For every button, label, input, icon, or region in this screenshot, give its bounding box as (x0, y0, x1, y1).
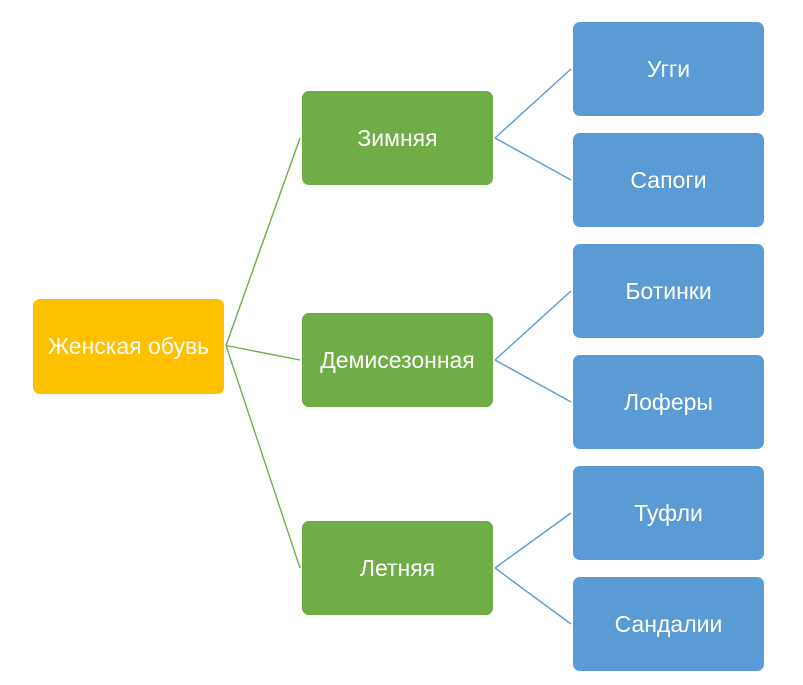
item-node-loafers: Лоферы (573, 355, 764, 449)
connector-root-to-category (225, 344, 301, 361)
item-node-label: Угги (646, 55, 691, 82)
category-node-label: Демисезонная (320, 346, 475, 373)
root-node-womens-shoes: Женская обувь (33, 299, 224, 394)
connector-category-to-item (494, 137, 572, 181)
item-node-uggs: Угги (573, 22, 764, 116)
connector-category-to-item (494, 68, 572, 139)
root-node-label: Женская обувь (47, 333, 210, 359)
category-node-label: Зимняя (357, 124, 438, 151)
item-node-label: Сандалии (614, 610, 723, 637)
connector-root-to-category (225, 137, 301, 346)
item-node-ankle-boots: Ботинки (573, 244, 764, 338)
item-node-label: Лоферы (624, 388, 713, 415)
category-node-label: Летняя (359, 554, 436, 581)
category-node-summer: Летняя (302, 521, 493, 615)
item-node-label: Туфли (634, 499, 703, 526)
item-node-label: Сапоги (630, 166, 707, 193)
connector-root-to-category (225, 345, 301, 569)
connector-category-to-item (494, 567, 572, 625)
connector-category-to-item (494, 359, 572, 403)
item-node-boots-high: Сапоги (573, 133, 764, 227)
item-node-shoes: Туфли (573, 466, 764, 560)
item-node-sandals: Сандалии (573, 577, 764, 671)
connector-category-to-item (494, 512, 572, 569)
connector-category-to-item (494, 290, 572, 361)
category-node-winter: Зимняя (302, 91, 493, 185)
category-node-demi-season: Демисезонная (302, 313, 493, 407)
item-node-label: Ботинки (625, 277, 712, 304)
